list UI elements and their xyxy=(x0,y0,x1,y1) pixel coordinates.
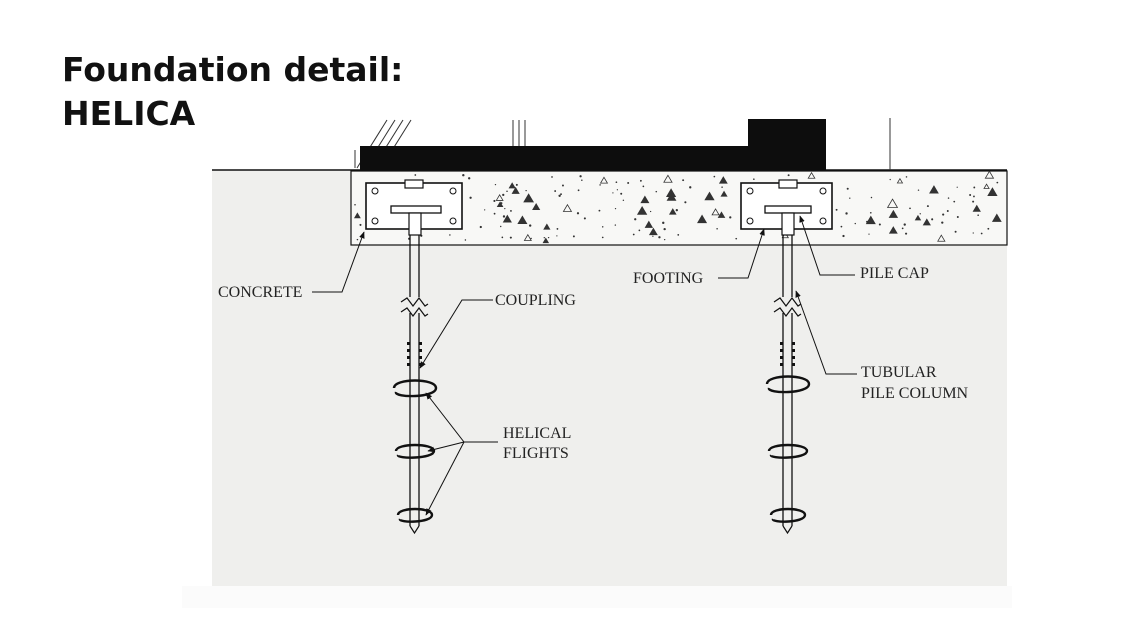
label-tubular-line2: PILE COLUMN xyxy=(861,385,969,402)
deck-block xyxy=(748,119,826,170)
label-pile-cap: PILE CAP xyxy=(860,265,929,282)
label-coupling: COUPLING xyxy=(495,292,576,309)
helical-flights-leader-low xyxy=(425,441,465,516)
label-helical-line2: FLIGHTS xyxy=(503,445,569,462)
title-line-1: Foundation detail: xyxy=(62,50,404,89)
concrete-leader xyxy=(312,231,365,293)
pile-cap-right xyxy=(740,179,833,236)
label-concrete: CONCRETE xyxy=(218,284,302,301)
helical-pile-right xyxy=(740,179,833,535)
coupling-right xyxy=(780,342,795,366)
bottom-band xyxy=(182,586,1012,608)
label-tubular-line1: TUBULAR xyxy=(861,364,937,381)
slide-title: Foundation detail: HELICA xyxy=(62,48,403,136)
concrete-aggregate xyxy=(353,170,1002,244)
pile-cap-leader xyxy=(799,215,855,276)
footing-leader xyxy=(718,228,765,279)
helical-flights-right xyxy=(765,375,811,523)
pile-shaft-right xyxy=(773,235,802,535)
coupling-leader xyxy=(419,299,493,369)
pile-cap-left xyxy=(365,179,463,236)
helical-flights-leader-mid xyxy=(427,441,465,453)
label-helical-line1: HELICAL xyxy=(503,425,571,442)
title-line-2: HELICA xyxy=(62,94,196,133)
tubular-pile-column-leader xyxy=(795,290,857,375)
label-footing: FOOTING xyxy=(633,270,704,287)
deck-structure xyxy=(354,118,891,170)
helical-pile-left xyxy=(365,179,463,535)
leader-lines xyxy=(312,215,857,516)
